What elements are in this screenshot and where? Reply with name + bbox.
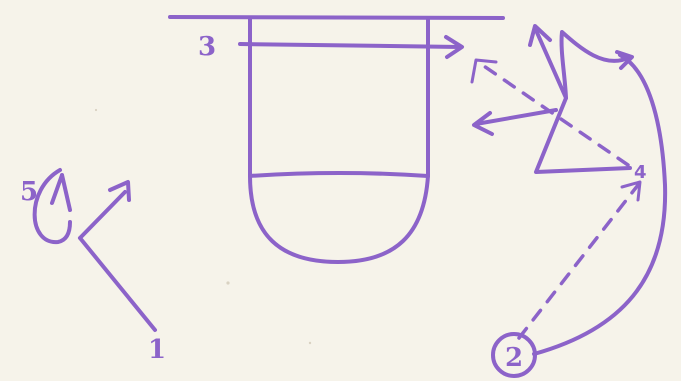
player-1-cut-path: [78, 236, 157, 332]
free-throw-circle: [248, 174, 430, 264]
player-2-label: 2: [505, 343, 523, 373]
player-1-label: 1: [148, 335, 166, 365]
player-3-cut-path: [238, 42, 462, 49]
player-5-label: 5: [20, 177, 38, 207]
player-2-circle: [491, 332, 537, 378]
player-4-pop-arrowhead: [472, 111, 494, 136]
player-3-cut-arrowhead: [444, 35, 464, 59]
player-4-screen-arrowhead: [528, 24, 552, 47]
player-3-label: 3: [198, 32, 216, 62]
player-2-cut-path: [532, 53, 668, 356]
player-5-screen-mark: [50, 173, 72, 212]
player-4-curl-path: [559, 30, 632, 100]
paper-speck: [226, 281, 230, 285]
pass-2-to-4-arrowhead: [620, 180, 642, 202]
player-1-wing-path: [78, 190, 127, 240]
player-4-curl-arrowhead: [615, 50, 634, 70]
free-throw-line: [248, 171, 430, 178]
pass-4-to-block-arrowhead: [470, 58, 498, 84]
player-4-screen-path: [533, 26, 632, 174]
player-5-loop-path: [32, 168, 72, 245]
player-1-wing-arrowhead: [108, 180, 131, 202]
pass-4-to-block-line: [476, 60, 630, 167]
baseline: [168, 15, 505, 20]
pass-2-to-4-line: [517, 183, 640, 340]
paper-speck: [94, 108, 98, 112]
paper-speck: [308, 341, 312, 345]
player-4-pop-path: [474, 108, 558, 126]
player-4-label: 4: [634, 162, 647, 183]
